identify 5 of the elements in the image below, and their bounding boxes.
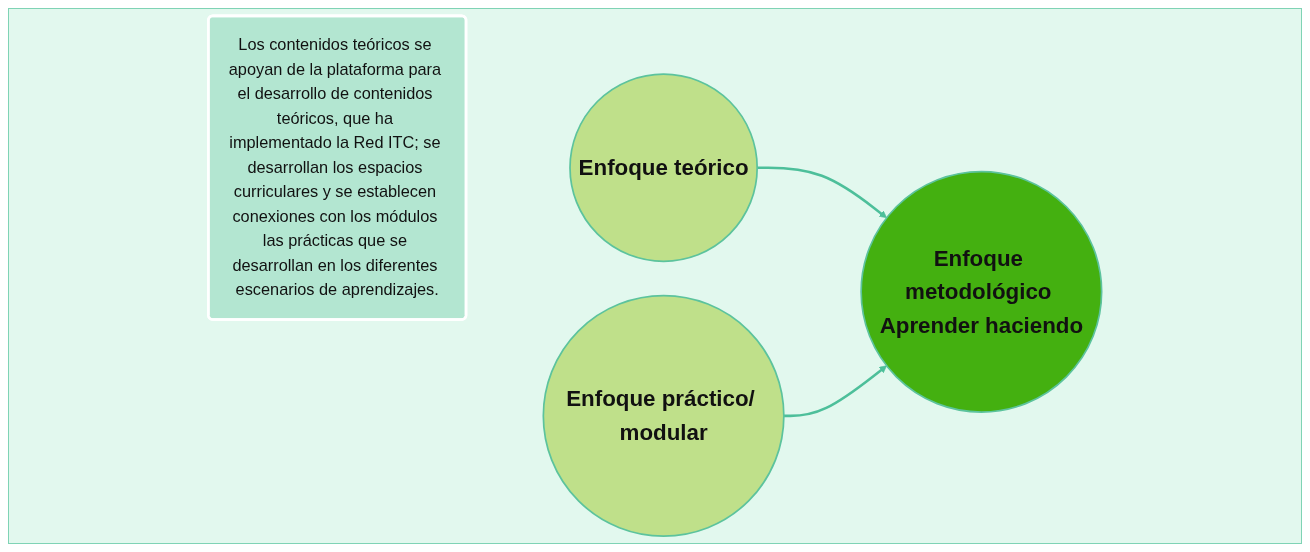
arrow — [783, 365, 887, 418]
node-circle: Enfoque metodológico Aprender haciendo — [860, 170, 1103, 413]
node-circle: Enfoque práctico/ modular — [542, 294, 785, 537]
arrow — [757, 166, 887, 219]
node-circle: Enfoque teórico — [569, 73, 759, 263]
